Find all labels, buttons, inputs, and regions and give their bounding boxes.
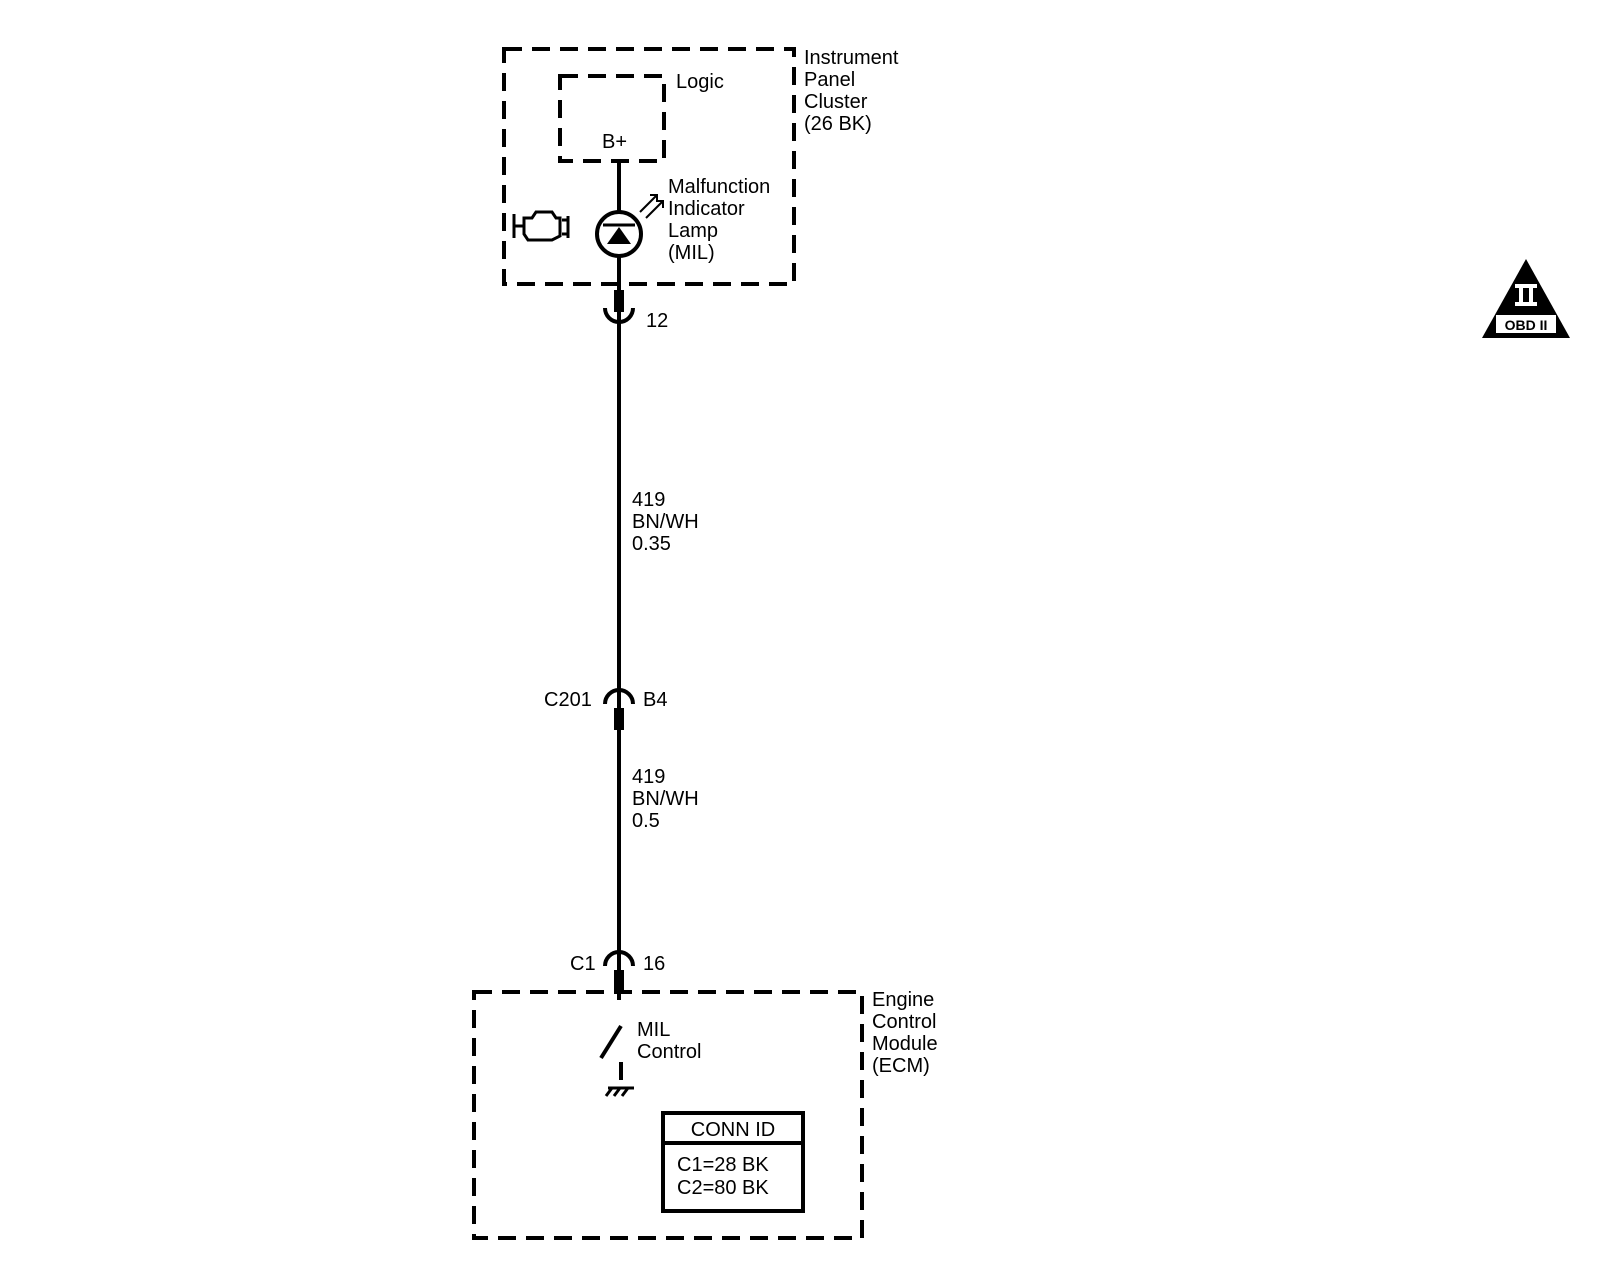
conn-id-table: CONN ID C1=28 BK C2=80 BK: [661, 1111, 805, 1213]
instrument-panel-cluster-box: [502, 47, 796, 286]
bplus-label: B+: [602, 131, 627, 153]
conn-id-title: CONN ID: [691, 1119, 775, 1141]
c201-label: C201: [544, 689, 592, 711]
logic-label: Logic: [676, 71, 724, 93]
ecm-name: Engine Control Module (ECM): [872, 989, 943, 1077]
instrument-panel-name: Instrument Panel Cluster (26 BK): [804, 47, 904, 135]
c1-label: C1: [570, 953, 596, 975]
wire-2-label: 419 BN/WH 0.5: [632, 766, 704, 832]
obd-badge-label: OBD II: [1505, 317, 1548, 333]
ecm-box: [472, 990, 864, 1240]
logic-box: [558, 74, 666, 163]
conn-id-row-c2: C2=80 BK: [677, 1177, 769, 1199]
b4-pin-label: B4: [643, 689, 667, 711]
mil-lamp-label: Malfunction Indicator Lamp (MIL): [668, 176, 776, 264]
led-lamp-icon: [595, 194, 664, 258]
wire-1-label: 419 BN/WH 0.35: [632, 489, 704, 555]
conn-id-row-c1: C1=28 BK: [677, 1154, 769, 1176]
connector-pin-12: [603, 290, 635, 324]
obd-triangle-icon: OBD II: [1482, 259, 1570, 338]
ground-icon: [604, 1086, 634, 1097]
pin-16-label: 16: [643, 953, 665, 975]
mil-control-switch: [599, 1024, 623, 1080]
connector-c1-16: [603, 950, 635, 992]
connector-c201: [603, 688, 635, 730]
pin-12-label: 12: [646, 310, 668, 332]
mil-control-label: MIL Control: [637, 1019, 701, 1063]
engine-icon: [512, 210, 570, 242]
